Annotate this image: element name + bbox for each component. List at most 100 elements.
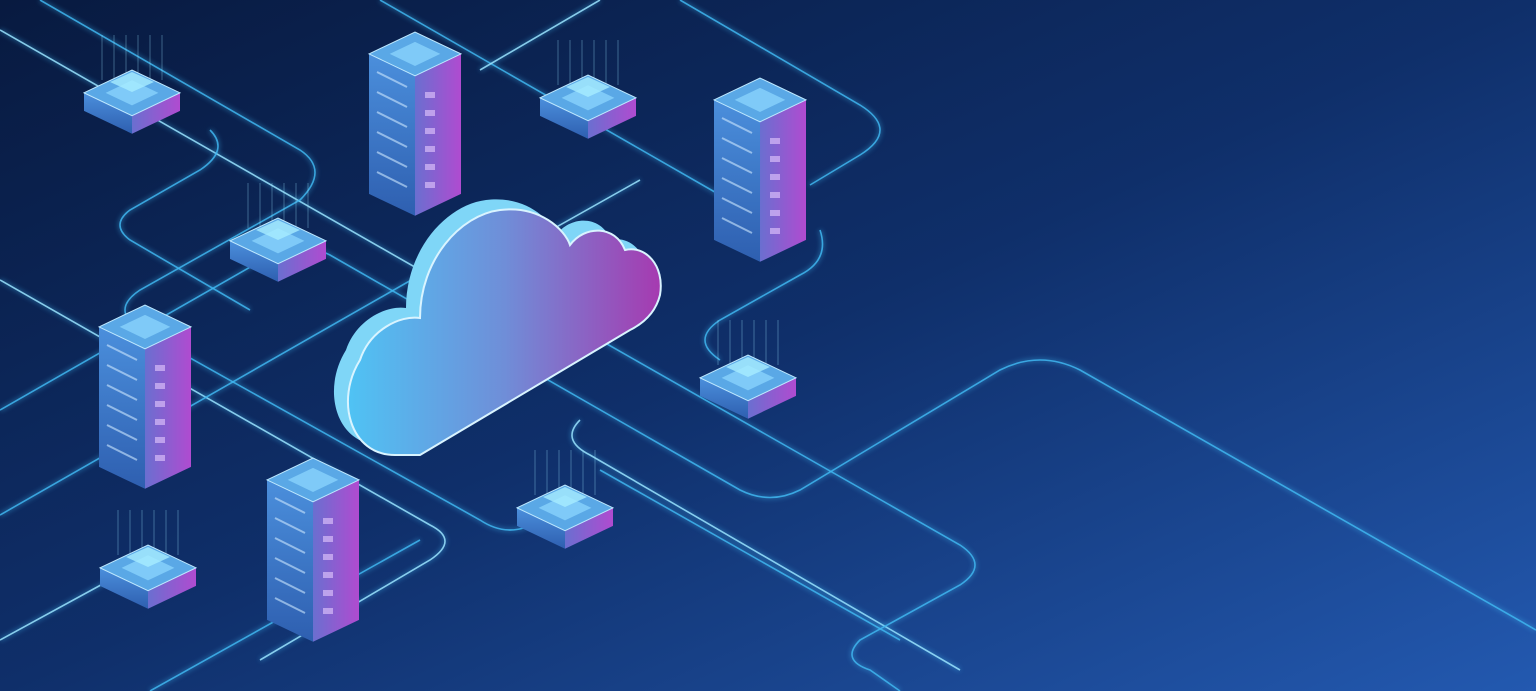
server-left-face (714, 99, 760, 262)
server-slot (106, 344, 138, 361)
server-slot (721, 157, 753, 174)
network-line (119, 129, 251, 311)
server-slot (106, 384, 138, 401)
server-led (323, 554, 333, 560)
server-slot (721, 177, 753, 194)
server-led (425, 128, 435, 134)
chip-icon (726, 357, 770, 377)
server-left-face (369, 53, 415, 216)
server-led (770, 156, 780, 162)
network-line (0, 579, 111, 641)
server-slot (376, 71, 408, 88)
server-slot (106, 404, 138, 421)
server-slot (106, 444, 138, 461)
chip-icon (543, 487, 587, 507)
platform-right-face (588, 97, 636, 139)
server-slot (274, 497, 306, 514)
server-top-inset (389, 41, 441, 66)
server-led (155, 365, 165, 371)
server-led (425, 110, 435, 116)
server-led (770, 192, 780, 198)
server-slot (721, 117, 753, 134)
network-line (479, 0, 601, 71)
server-led (323, 572, 333, 578)
platform-left-face (517, 507, 565, 549)
network-line (571, 419, 961, 671)
server-led (425, 164, 435, 170)
platform-right-face (278, 240, 326, 282)
network-line (599, 339, 976, 691)
platform-top-inset (251, 228, 305, 254)
server-top-inset (119, 314, 171, 339)
server-slot (274, 537, 306, 554)
network-line (599, 469, 901, 641)
chip-platform-icon (82, 35, 182, 134)
platform-left-face (540, 97, 588, 139)
server-slot (721, 137, 753, 154)
server-led (155, 419, 165, 425)
server-led (155, 455, 165, 461)
network-line (0, 274, 421, 516)
chip-platform-icon (515, 450, 615, 549)
server-led (770, 138, 780, 144)
server-led (323, 608, 333, 614)
server-led (770, 174, 780, 180)
server-slot (376, 91, 408, 108)
platform-right-face (748, 377, 796, 419)
cloud-icon (333, 199, 662, 456)
server-led (425, 146, 435, 152)
server-slot (274, 577, 306, 594)
server-right-face (760, 99, 806, 262)
server-slot (721, 197, 753, 214)
network-line (679, 0, 881, 186)
server-left-face (99, 326, 145, 489)
network-line (39, 0, 541, 531)
platform-right-face (565, 507, 613, 549)
server-led (155, 437, 165, 443)
platform-left-face (230, 240, 278, 282)
server-right-face (415, 53, 461, 216)
server-top-inset (287, 467, 339, 492)
server-slot (274, 517, 306, 534)
chip-icon (566, 77, 610, 97)
chip-icon (126, 547, 170, 567)
server-right-face (313, 479, 359, 642)
platform-right-face (148, 567, 196, 609)
server-led (770, 228, 780, 234)
chip-icon (256, 220, 300, 240)
chip-icon (110, 72, 154, 92)
chip-platform-icon (98, 510, 198, 609)
server-tower-icon (97, 304, 193, 489)
platform-top-inset (561, 85, 615, 111)
server-tower-icon (265, 457, 361, 642)
server-led (323, 536, 333, 542)
chip-platform-icon (538, 40, 638, 139)
server-slot (376, 131, 408, 148)
server-slot (376, 171, 408, 188)
server-tower-icon (367, 31, 463, 216)
chip-platform-icon (698, 320, 798, 419)
server-led (155, 401, 165, 407)
server-led (425, 92, 435, 98)
server-slot (721, 217, 753, 234)
server-slot (274, 597, 306, 614)
server-led (425, 182, 435, 188)
server-led (770, 210, 780, 216)
server-top-inset (734, 87, 786, 112)
platform-left-face (84, 92, 132, 134)
cloud-front (346, 208, 662, 456)
network-line (0, 279, 446, 661)
chip-platform-icon (228, 183, 328, 282)
platform-top-inset (721, 365, 775, 391)
platform-left-face (700, 377, 748, 419)
network-nodes (82, 31, 808, 642)
network-line (704, 229, 824, 361)
platform-top-inset (105, 80, 159, 106)
server-led (155, 383, 165, 389)
server-led (323, 518, 333, 524)
server-slot (376, 111, 408, 128)
platform-top-inset (538, 495, 592, 521)
server-led (323, 590, 333, 596)
